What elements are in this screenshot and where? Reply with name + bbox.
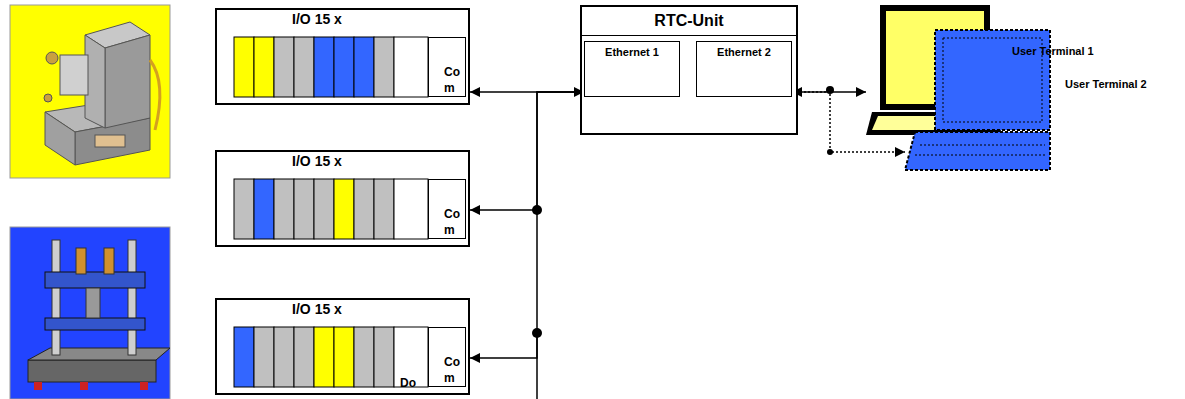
user-terminal: User Terminal 1 <box>866 5 1002 135</box>
node-title: I/O 15 x <box>237 11 397 27</box>
empty-slot <box>394 37 428 97</box>
io-module <box>254 327 274 387</box>
io-module <box>274 37 294 97</box>
io-module <box>294 179 314 239</box>
machine-picture <box>10 5 170 178</box>
io-module <box>234 327 254 387</box>
io-module <box>334 327 354 387</box>
user-terminal: User Terminal 2 <box>905 30 1052 170</box>
module-label: Do <box>400 376 416 390</box>
io-module <box>234 179 254 239</box>
com-module: Co m <box>428 37 466 97</box>
node-title: Co m <box>444 354 462 386</box>
io-module <box>314 327 334 387</box>
ethernet-port: Ethernet 2 <box>696 41 792 97</box>
empty-slot <box>394 179 428 239</box>
network-link <box>470 92 584 358</box>
io-module <box>294 327 314 387</box>
node-title: RTC-Unit <box>582 7 796 36</box>
node-title: Co m <box>444 64 462 96</box>
node-title: I/O 15 x <box>237 301 397 317</box>
node-title: Ethernet 1 <box>585 42 679 58</box>
io-module <box>354 37 374 97</box>
io-module <box>354 327 374 387</box>
network-link <box>470 92 584 210</box>
io-module <box>274 327 294 387</box>
press-picture <box>10 227 170 399</box>
node-title: I/O 15 x <box>237 153 397 169</box>
terminal-label: User Terminal 1 <box>1012 45 1094 57</box>
io-module <box>374 179 394 239</box>
io-module <box>294 37 314 97</box>
rtc-unit: Ethernet 1 Ethernet 2 RTC-Unit <box>580 5 798 135</box>
io-rack: Co m I/O 15 x <box>215 150 470 247</box>
io-module <box>234 37 254 97</box>
io-module <box>374 327 394 387</box>
ethernet-port: Ethernet 1 <box>584 41 680 97</box>
io-module <box>334 179 354 239</box>
io-module <box>334 37 354 97</box>
io-module <box>254 37 274 97</box>
node-title: Co m <box>444 206 462 238</box>
io-module <box>374 37 394 97</box>
network-link <box>792 92 905 152</box>
io-rack: Co m I/O 15 x <box>215 8 470 105</box>
terminal-label: User Terminal 2 <box>1065 78 1147 90</box>
com-module: Co m <box>428 327 466 387</box>
io-module <box>314 37 334 97</box>
io-module <box>254 179 274 239</box>
io-rack: Co m I/O 15 x <box>215 298 470 395</box>
com-module: Co m <box>428 179 466 239</box>
junction-dot <box>826 86 834 94</box>
io-module <box>354 179 374 239</box>
node-title: Ethernet 2 <box>697 42 791 58</box>
io-module <box>314 179 334 239</box>
io-module <box>274 179 294 239</box>
